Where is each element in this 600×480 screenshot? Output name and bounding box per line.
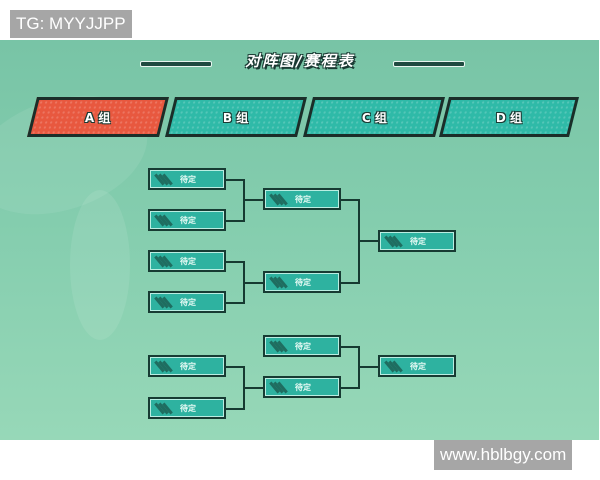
tab-label: C 组 xyxy=(361,110,387,125)
title-divider-right xyxy=(393,61,465,67)
bracket-connector xyxy=(226,220,244,222)
bracket-connector xyxy=(226,261,244,263)
match-slot[interactable]: 待定 xyxy=(378,355,456,377)
team-name: 待定 xyxy=(180,403,196,413)
team-name: 待定 xyxy=(180,256,196,266)
title-row: 对阵图/赛程表 xyxy=(0,50,599,74)
page-title: 对阵图/赛程表 xyxy=(245,52,355,70)
team-logo-icon xyxy=(154,296,173,309)
team-name: 待定 xyxy=(295,194,311,204)
team-name: 待定 xyxy=(180,297,196,307)
bracket-connector xyxy=(341,346,359,348)
bracket-connector xyxy=(243,387,263,389)
match-slot[interactable]: 待定 xyxy=(148,291,226,313)
bracket-connector xyxy=(341,199,359,201)
team-logo-icon xyxy=(269,193,288,206)
tab-label: B 组 xyxy=(223,110,249,125)
watermark-top: TG: MYYJJPP xyxy=(10,10,132,38)
team-name: 待定 xyxy=(295,277,311,287)
group-tabs: A 组 B 组 C 组 D 组 xyxy=(24,97,584,137)
tab-group-b[interactable]: B 组 xyxy=(165,97,307,137)
title-divider-left xyxy=(140,61,212,67)
team-logo-icon xyxy=(154,173,173,186)
match-slot[interactable]: 待定 xyxy=(148,355,226,377)
tab-group-c[interactable]: C 组 xyxy=(303,97,445,137)
team-name: 待定 xyxy=(410,361,426,371)
bracket-connector xyxy=(341,387,359,389)
match-slot[interactable]: 待定 xyxy=(148,397,226,419)
bracket-connector xyxy=(243,199,263,201)
match-slot[interactable]: 待定 xyxy=(263,376,341,398)
match-slot[interactable]: 待定 xyxy=(378,230,456,252)
team-name: 待定 xyxy=(295,341,311,351)
watermark-bottom: www.hblbgy.com xyxy=(434,440,573,470)
team-name: 待定 xyxy=(295,382,311,392)
team-name: 待定 xyxy=(180,174,196,184)
team-logo-icon xyxy=(154,255,173,268)
team-name: 待定 xyxy=(180,361,196,371)
bracket-connector xyxy=(358,366,378,368)
tab-group-a[interactable]: A 组 xyxy=(27,97,169,137)
team-logo-icon xyxy=(384,360,403,373)
team-name: 待定 xyxy=(410,236,426,246)
bracket-connector xyxy=(341,282,359,284)
team-logo-icon xyxy=(154,402,173,415)
bracket-connector xyxy=(226,366,244,368)
bracket-connector xyxy=(358,240,378,242)
match-slot[interactable]: 待定 xyxy=(148,168,226,190)
team-name: 待定 xyxy=(180,215,196,225)
tab-label: D 组 xyxy=(495,110,523,125)
team-logo-icon xyxy=(154,360,173,373)
team-logo-icon xyxy=(154,214,173,227)
bracket-connector xyxy=(226,302,244,304)
match-slot[interactable]: 待定 xyxy=(148,250,226,272)
background-decoration xyxy=(70,190,130,340)
bracket-connector xyxy=(226,179,244,181)
team-logo-icon xyxy=(269,381,288,394)
match-slot[interactable]: 待定 xyxy=(148,209,226,231)
bracket-panel: 对阵图/赛程表 A 组 B 组 C 组 D 组 待定 待定 待定 待定 待定 待… xyxy=(0,40,599,440)
tab-label: A 组 xyxy=(85,110,111,125)
team-logo-icon xyxy=(269,276,288,289)
bracket-connector xyxy=(243,282,263,284)
team-logo-icon xyxy=(269,340,288,353)
match-slot[interactable]: 待定 xyxy=(263,271,341,293)
match-slot[interactable]: 待定 xyxy=(263,188,341,210)
tab-group-d[interactable]: D 组 xyxy=(439,97,579,137)
bracket-connector xyxy=(226,408,244,410)
team-logo-icon xyxy=(384,235,403,248)
match-slot[interactable]: 待定 xyxy=(263,335,341,357)
